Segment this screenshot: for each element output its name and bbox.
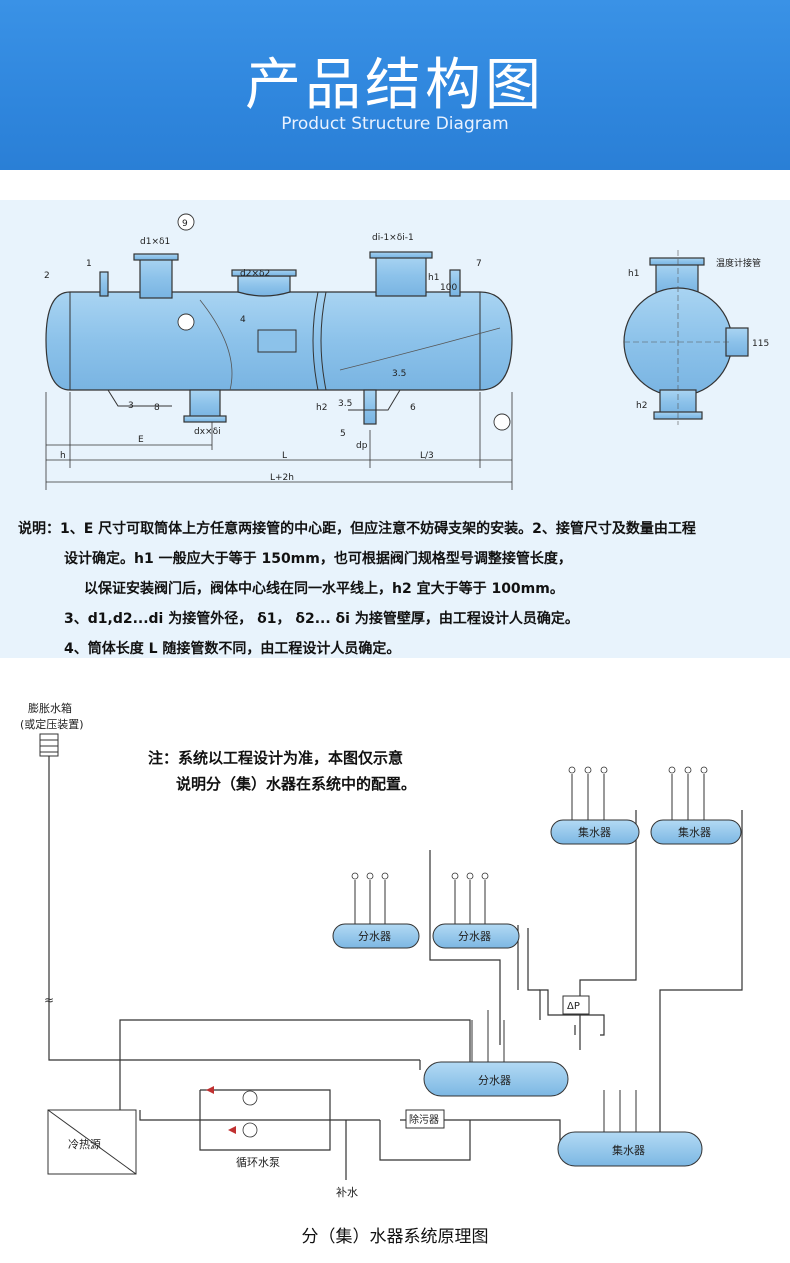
dp-box-label: ΔP — [567, 1001, 580, 1012]
dim-35b: 3.5 — [338, 399, 352, 409]
filter-label: 除污器 — [409, 1113, 439, 1126]
dim-d1: d1×δ1 — [140, 237, 170, 247]
header-banner: 产品结构图 Product Structure Diagram — [0, 0, 790, 170]
part-label-6: 6 — [410, 403, 416, 413]
side-h1: h1 — [628, 269, 639, 279]
dim-35a: 3.5 — [392, 369, 406, 379]
part-label-2: 2 — [44, 271, 50, 281]
note-line-2: 设计确定。h1 一般应大于等于 150mm，也可根据阀门规格型号调整接管长度， — [64, 551, 572, 567]
collector-main-label: 集水器 — [612, 1143, 645, 1157]
part-label-8: 8 — [154, 403, 160, 413]
diagram-caption: 分（集）水器系统原理图 — [301, 1227, 489, 1247]
thermometer-label: 温度计接管 — [716, 257, 761, 269]
notes-block: 说明：1、E 尺寸可取筒体上方任意两接管的中心距，但应注意不妨碍支架的安装。2、… — [0, 514, 790, 664]
dim-100: 100 — [440, 283, 457, 293]
dim-L3: L/3 — [420, 451, 434, 461]
system-note-line-1: 注：系统以工程设计为准，本图仅示意 — [148, 749, 404, 767]
dim-d2: d2×δ2 — [240, 269, 270, 279]
dim-h2: h2 — [316, 403, 327, 413]
collector-label-2: 集水器 — [678, 825, 711, 839]
dim-E: E — [138, 435, 144, 445]
system-note-line-2: 说明分（集）水器在系统中的配置。 — [176, 775, 417, 793]
note-line-1: 说明：1、E 尺寸可取筒体上方任意两接管的中心距，但应注意不妨碍支架的安装。2、… — [18, 521, 696, 537]
side-115: 115 — [752, 339, 769, 349]
tank-label: 膨胀水箱 — [28, 701, 72, 715]
part-label-9: 9 — [182, 219, 188, 229]
note-line-4: 3、d1,d2...di 为接管外径， δ1， δ2... δi 为接管壁厚，由… — [64, 611, 579, 627]
dim-h: h — [60, 451, 66, 461]
part-label-1: 1 — [86, 259, 92, 269]
dim-dp: dp — [356, 441, 368, 451]
note-line-3: 以保证安装阀门后，阀体中心线在同一水平线上，h2 宜大于等于 100mm。 — [84, 581, 564, 597]
system-diagram: 膨胀水箱 (或定压装置) ≈ — [20, 701, 743, 1199]
collector-label-1: 集水器 — [578, 825, 611, 839]
part-label-3: 3 — [128, 401, 134, 411]
page-subtitle: Product Structure Diagram — [281, 114, 509, 134]
dim-L2h: L+2h — [270, 473, 294, 483]
distributor-label-2: 分水器 — [458, 930, 491, 943]
part-label-4: 4 — [240, 315, 246, 325]
dim-dx: dx×δi — [194, 427, 221, 437]
distributor-main-label: 分水器 — [478, 1074, 511, 1087]
system-note: 注：系统以工程设计为准，本图仅示意 说明分（集）水器在系统中的配置。 — [148, 745, 416, 797]
dim-L: L — [282, 451, 287, 461]
page-title: 产品结构图 — [245, 53, 545, 118]
tank-sublabel: (或定压装置) — [20, 717, 84, 731]
part-label-5: 5 — [340, 429, 346, 439]
svg-text:≈: ≈ — [44, 993, 54, 1007]
structure-drawing: 1 2 3 4 5 6 7 8 9 d1×δ1 d2×δ2 di-1×δi-1 … — [44, 213, 769, 490]
cold-source-label: 冷热源 — [68, 1137, 101, 1151]
note-line-5: 4、筒体长度 L 随接管数不同，由工程设计人员确定。 — [64, 641, 401, 657]
makeup-label: 补水 — [336, 1186, 358, 1199]
dim-h1: h1 — [428, 273, 439, 283]
pump-label: 循环水泵 — [236, 1156, 280, 1169]
part-label-7: 7 — [476, 259, 482, 269]
dim-di: di-1×δi-1 — [372, 233, 414, 243]
distributor-label-1: 分水器 — [358, 930, 391, 943]
side-h2: h2 — [636, 401, 647, 411]
